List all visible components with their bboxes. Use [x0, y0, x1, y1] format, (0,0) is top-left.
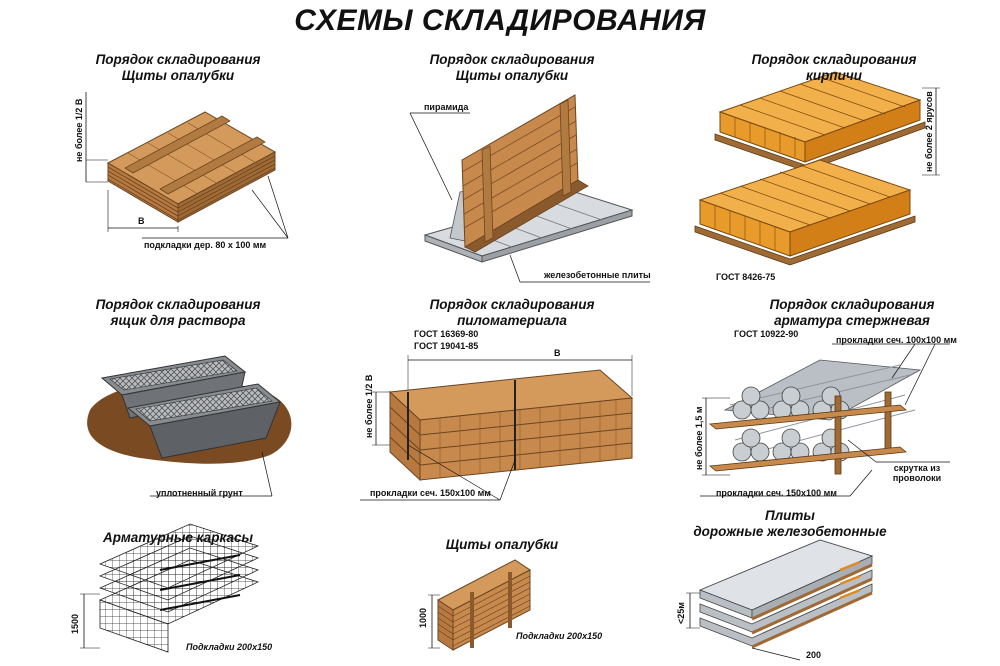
section-title-rebar: Порядок складирования арматура стержнева…	[752, 297, 952, 329]
section-title-line: Щиты опалубки	[455, 68, 569, 83]
twist-label-line: скрутка из	[893, 463, 941, 473]
section-title-line: Порядок складирования	[769, 297, 935, 312]
gost-lumber-1: ГОСТ 16369-80	[414, 329, 479, 339]
twist-label-line: проволоки	[892, 473, 942, 483]
height-label-bricks: не более 2 ярусов	[924, 91, 934, 172]
poster-title: СХЕМЫ СКЛАДИРОВАНИЯ	[294, 4, 706, 37]
gost-bricks: ГОСТ 8426-75	[716, 272, 776, 282]
section-title-line: Порядок складирования	[95, 52, 261, 67]
gost-rebar: ГОСТ 10922-90	[734, 329, 799, 339]
section-title-bricks: Порядок складирования кирпичи	[734, 52, 934, 84]
height-label-lumber: не более 1/2 В	[364, 374, 374, 438]
section-title-line: Порядок складирования	[429, 297, 595, 312]
slabs-label: железобетонные плиты	[544, 270, 651, 280]
ground-label: уплотненный грунт	[156, 488, 243, 498]
rebar-cages-illustration	[80, 523, 260, 653]
height-label-cages: 1500	[70, 613, 80, 634]
section-title-cages: Арматурные каркасы	[103, 530, 253, 545]
section-title-line: кирпичи	[806, 68, 862, 83]
section-title-line: Порядок складирования	[95, 297, 261, 312]
width-label-road-slabs: 200	[806, 650, 822, 660]
road-slabs-illustration	[686, 539, 874, 661]
pyramid-label: пирамида	[424, 102, 469, 112]
section-title-shields-1: Порядок складирования Щиты опалубки	[78, 52, 278, 84]
height-label-shields-3: 1000	[418, 607, 428, 628]
shields-small-illustration	[428, 559, 531, 651]
section-title-line: Щиты опалубки	[121, 68, 235, 83]
section-title-mortar-box: Порядок складирования ящик для раствора	[78, 297, 278, 329]
pad-label-cages: Подкладки 200x150	[186, 642, 273, 652]
height-label-rebar: не более 1,5 м	[694, 406, 704, 470]
twist-label-rebar: скрутка из проволоки	[884, 463, 950, 483]
height-label-shields-1: не более 1/2 В	[74, 98, 84, 162]
section-title-line: пиломатериала	[457, 313, 567, 328]
bottom-pad-label-rebar: прокладки сеч. 150x100 мм	[716, 488, 837, 498]
section-title-road-slabs: Плиты дорожные железобетонные	[690, 508, 890, 540]
shields-pyramid-illustration	[409, 94, 650, 283]
section-title-line: Порядок складирования	[429, 52, 595, 67]
pad-label-shields-3: Подкладки 200x150	[516, 631, 603, 641]
rebar-bundles-illustration	[700, 343, 950, 497]
section-title-line: арматура стержневая	[774, 313, 930, 328]
shields-stack-illustration	[85, 92, 289, 239]
section-title-lumber: Порядок складирования пиломатериала	[412, 297, 612, 329]
pad-label-shields-1: подкладки дер. 80 х 100 мм	[144, 240, 267, 250]
section-title-line: Порядок складирования	[751, 52, 917, 67]
height-label-road-slabs: <25м	[676, 602, 686, 624]
bricks-pallets-illustration	[694, 71, 940, 266]
gost-lumber-2: ГОСТ 19041-85	[414, 341, 479, 351]
section-title-shields-2: Порядок складирования Щиты опалубки	[412, 52, 612, 84]
top-pad-label-rebar: прокладки сеч. 100x100 мм	[836, 335, 957, 345]
section-title-shields-3: Щиты опалубки	[445, 537, 559, 552]
section-title-line: ящик для раствора	[110, 313, 246, 328]
mortar-box-illustration	[87, 355, 292, 497]
width-label-shields-1: В	[138, 216, 145, 226]
section-title-line: Плиты	[765, 508, 815, 523]
lumber-stack-illustration	[360, 355, 634, 501]
pad-label-lumber: прокладки сеч. 150x100 мм	[370, 488, 491, 498]
width-label-lumber: В	[554, 348, 561, 358]
section-title-line: дорожные железобетонные	[693, 524, 887, 539]
